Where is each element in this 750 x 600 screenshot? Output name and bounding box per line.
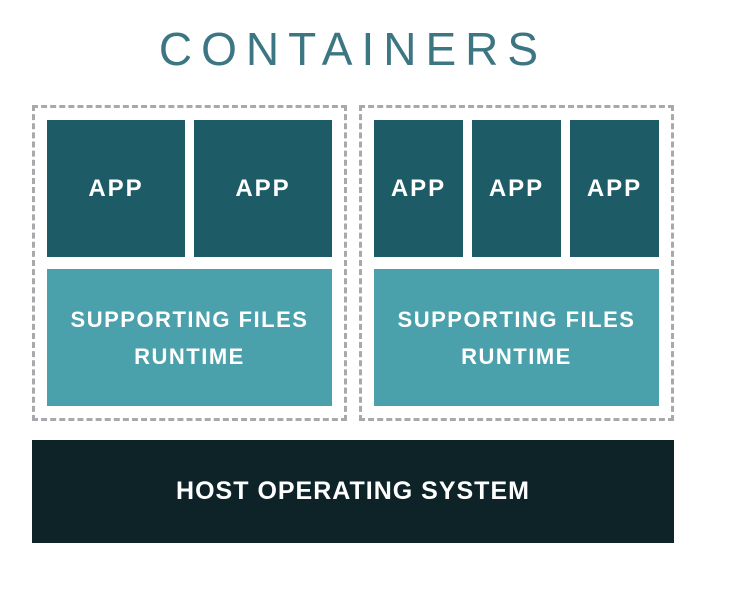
app-box: APP — [472, 120, 561, 257]
app-box: APP — [570, 120, 659, 257]
app-box: APP — [47, 120, 185, 257]
containers-row: APP APP SUPPORTING FILES RUNTIME APP APP… — [32, 105, 674, 421]
runtime-label: RUNTIME — [134, 343, 245, 369]
container-group-2: APP APP APP SUPPORTING FILES RUNTIME — [359, 105, 674, 421]
app-box: APP — [194, 120, 332, 257]
app-box: APP — [374, 120, 463, 257]
apps-row-2: APP APP APP — [374, 120, 659, 257]
diagram-title: CONTAINERS — [158, 23, 548, 75]
supporting-files-label: SUPPORTING FILES — [70, 306, 309, 332]
host-os-bar: HOST OPERATING SYSTEM — [32, 440, 674, 543]
host-os-label: HOST OPERATING SYSTEM — [176, 477, 530, 505]
apps-row-1: APP APP — [47, 120, 332, 257]
supporting-files-box: SUPPORTING FILES RUNTIME — [47, 269, 332, 406]
container-group-1: APP APP SUPPORTING FILES RUNTIME — [32, 105, 347, 421]
supporting-files-label: SUPPORTING FILES — [397, 306, 636, 332]
runtime-label: RUNTIME — [461, 343, 572, 369]
supporting-files-box: SUPPORTING FILES RUNTIME — [374, 269, 659, 406]
